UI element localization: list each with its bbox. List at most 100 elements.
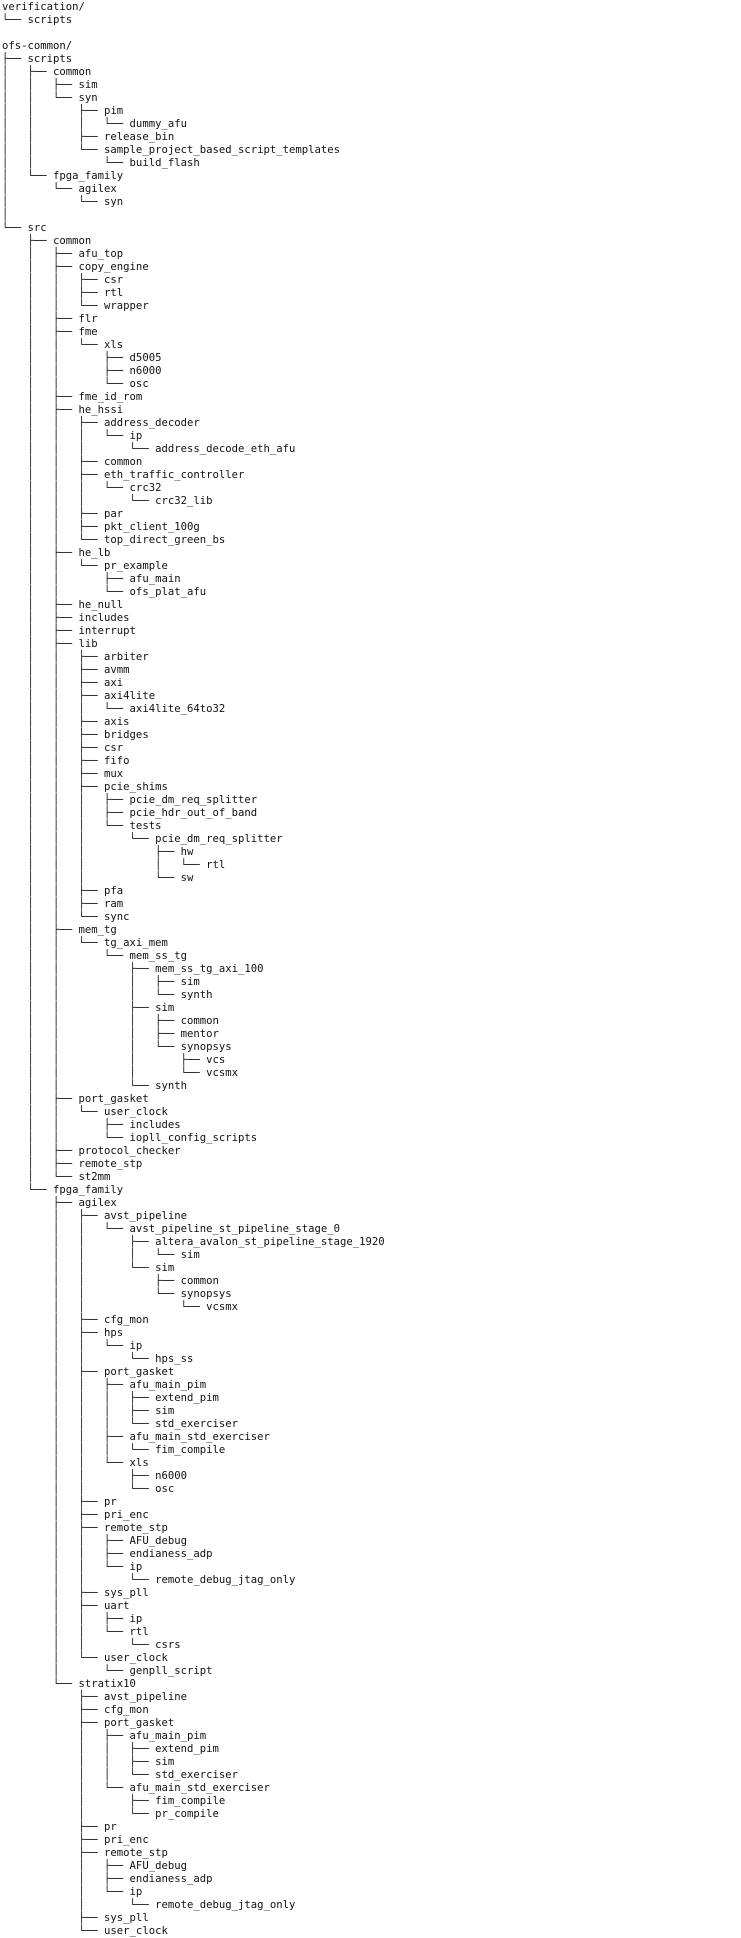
tree-line: │ │ │ ├── sim [2,976,200,988]
tree-line: ├── scripts [2,53,73,65]
tree-line: ├── pri_enc [2,1834,149,1846]
tree-line: │ │ ├── pkt_client_100g [2,521,200,533]
tree-line: └── user_clock [2,1925,168,1937]
tree-line: │ │ │ └── tests [2,820,162,832]
tree-line: │ │ ├── extend_pim [2,1743,219,1755]
tree-line: │ ├── afu_top [2,248,124,260]
tree-line: │ │ ├── release_bin [2,131,175,143]
tree-line: │ │ ├── bridges [2,729,149,741]
tree-line: │ │ │ ├── sim [2,1405,175,1417]
tree-line: │ │ └── hps_ss [2,1353,194,1365]
tree-line: │ └── remote_debug_jtag_only [2,1899,296,1911]
tree-line: │ │ ├── rtl [2,287,124,299]
tree-line [2,27,741,40]
tree-line: │ └── syn [2,196,124,208]
tree-line: │ │ │ │ └── rtl [2,859,226,871]
tree-line: │ │ ├── eth_traffic_controller [2,469,245,481]
tree-line: │ └── agilex [2,183,117,195]
tree-line: │ │ └── build_flash [2,157,200,169]
tree-line: │ │ │ └── synopsys [2,1041,232,1053]
tree-line: │ │ ├── n6000 [2,1470,187,1482]
tree-line: │ │ └── vcsmx [2,1301,238,1313]
tree-line: │ │ │ ├── vcs [2,1054,226,1066]
tree-line: │ └── afu_main_std_exerciser [2,1782,270,1794]
tree-line: │ │ ├── sim [2,1756,175,1768]
tree-line: │ │ ├── axi [2,677,124,689]
tree-line: │ ├── remote_stp [2,1522,168,1534]
tree-line: │ ├── includes [2,612,130,624]
tree-line: │ │ └── wrapper [2,300,149,312]
tree-line: ├── pr [2,1821,117,1833]
tree-line: │ ├── pr [2,1496,117,1508]
tree-line: │ └── ip [2,1886,143,1898]
tree-line: ├── common [2,235,92,247]
tree-line: │ │ │ └── ip [2,430,143,442]
tree-line: │ │ ├── avmm [2,664,130,676]
tree-line: │ │ ├── includes [2,1119,181,1131]
tree-line: │ │ ├── pcie_shims [2,781,168,793]
tree-line: │ │ ├── AFU_debug [2,1535,187,1547]
tree-line: │ │ └── osc [2,378,149,390]
tree-line: │ │ ├── par [2,508,124,520]
tree-line: │ │ ├── d5005 [2,352,162,364]
tree-line: └── scripts [2,14,73,26]
tree-line: │ │ │ └── sw [2,872,194,884]
tree-line: │ │ └── rtl [2,1626,149,1638]
tree-line: │ │ └── sync [2,911,130,923]
tree-line: │ ├── fim_compile [2,1795,226,1807]
tree-line: │ │ └── mem_ss_tg [2,950,187,962]
tree-line: │ ├── afu_main_pim [2,1730,207,1742]
tree-line: │ │ ├── arbiter [2,651,149,663]
tree-line: │ │ ├── mux [2,768,124,780]
tree-line: │ ├── interrupt [2,625,136,637]
tree-line: │ ├── hps [2,1327,124,1339]
tree-line: │ │ ├── axi4lite [2,690,156,702]
tree-line: │ ├── copy_engine [2,261,149,273]
tree-line: │ ├── cfg_mon [2,1314,149,1326]
tree-line: │ ├── he_null [2,599,124,611]
tree-line: │ │ └── iopll_config_scripts [2,1132,258,1144]
tree-line: │ │ └── remote_debug_jtag_only [2,1574,296,1586]
tree-line: │ └── user_clock [2,1652,168,1664]
tree-line: │ │ ├── csr [2,274,124,286]
tree-line: │ │ ├── altera_avalon_st_pipeline_stage_… [2,1236,385,1248]
tree-line: │ ├── avst_pipeline [2,1210,187,1222]
tree-line: │ │ ├── common [2,1275,219,1287]
tree-line: │ │ ├── csr [2,742,124,754]
tree-line: │ ├── remote_stp [2,1158,143,1170]
tree-line: │ │ └── user_clock [2,1106,168,1118]
tree-line: │ │ └── synopsys [2,1288,232,1300]
tree-line: │ ├── AFU_debug [2,1860,187,1872]
tree-line: │ │ │ └── dummy_afu [2,118,187,130]
tree-line: │ │ └── xls [2,1457,149,1469]
tree-line: │ │ │ ├── hw [2,846,194,858]
tree-line: └── stratix10 [2,1678,136,1690]
tree-line: │ │ └── sample_project_based_script_temp… [2,144,341,156]
tree-line: ├── agilex [2,1197,117,1209]
tree-line: │ ├── fme_id_rom [2,391,143,403]
tree-line: │ │ └── ip [2,1561,143,1573]
tree-line: │ │ ├── sim [2,1002,175,1014]
tree-line: │ │ ├── afu_main [2,573,181,585]
tree-line: │ │ │ └── vcsmx [2,1067,239,1079]
tree-line: │ [2,209,9,221]
tree-line: │ │ │ ├── extend_pim [2,1392,219,1404]
tree-line: │ │ └── std_exerciser [2,1769,238,1781]
tree-line: ├── port_gasket [2,1717,175,1729]
tree-line: │ │ └── sim [2,1262,175,1274]
tree-line: │ │ │ └── address_decode_eth_afu [2,443,296,455]
tree-line: │ └── fpga_family [2,170,124,182]
tree-line: │ ├── pri_enc [2,1509,149,1521]
tree-line: └── src [2,222,47,234]
tree-line: │ ├── flr [2,313,98,325]
tree-line: │ │ └── osc [2,1483,175,1495]
tree-line: │ │ ├── pfa [2,885,124,897]
tree-line: │ │ └── csrs [2,1639,181,1651]
tree-line: ├── remote_stp [2,1847,168,1859]
tree-line: │ │ │ └── pcie_dm_req_splitter [2,833,283,845]
tree-line: ├── sys_pll [2,1912,149,1924]
tree-line: │ │ │ └── crc32_lib [2,495,213,507]
tree-line: │ ├── sys_pll [2,1587,149,1599]
tree-line: │ │ │ ├── common [2,1015,219,1027]
